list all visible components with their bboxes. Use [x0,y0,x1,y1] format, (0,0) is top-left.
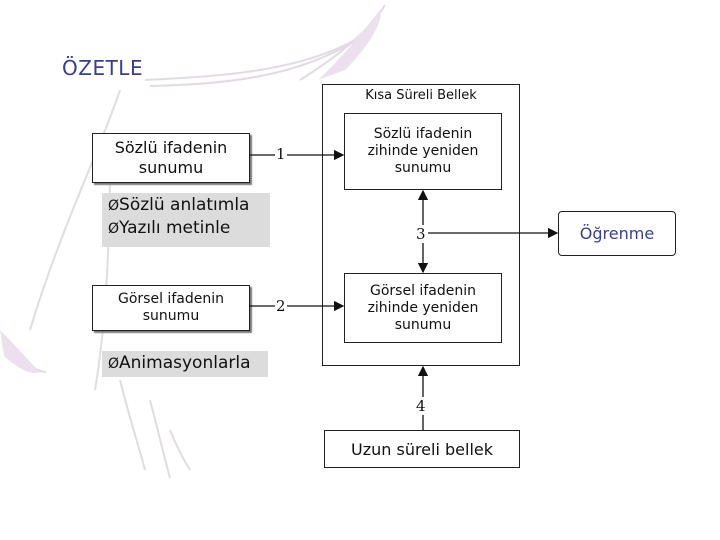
learning-label: Öğrenme [579,224,655,243]
verbal-presentation-label: Sözlü ifadenin sunumu [114,138,228,177]
page-title: ÖZETLE [62,56,144,80]
verbal-presentation-box: Sözlü ifadenin sunumu [92,133,250,183]
visual-mental-representation-box: Görsel ifadenin zihinde yeniden sunumu [344,273,502,343]
step-number-1: 1 [275,145,287,163]
visual-mental-representation-label: Görsel ifadenin zihinde yeniden sunumu [367,282,479,333]
bullet-arrow-icon: Ø [108,198,120,214]
bullet-arrow-icon: Ø [108,356,120,372]
verbal-method-text: Yazılı metinle [119,218,231,238]
verbal-mental-representation-label: Sözlü ifadenin zihinde yeniden sunumu [367,126,479,176]
step-number-4: 4 [414,397,428,415]
long-term-memory-box: Uzun süreli bellek [324,430,520,468]
visual-methods-box: ØAnimasyonlarla [102,351,268,377]
visual-presentation-box: Görsel ifadenin sunumu [92,285,250,331]
list-item: ØAnimasyonlarla [108,352,262,375]
verbal-methods-box: ØSözlü anlatımla ØYazılı metinle [102,193,270,247]
bullet-arrow-icon: Ø [108,221,120,237]
list-item: ØSözlü anlatımla [108,194,264,217]
verbal-mental-representation-box: Sözlü ifadenin zihinde yeniden sunumu [344,113,502,190]
verbal-method-speech: Sözlü anlatımla [119,195,250,215]
step-number-3: 3 [414,225,428,243]
step-number-2: 2 [275,297,287,315]
visual-method-animation: Animasyonlarla [119,353,251,373]
visual-presentation-label: Görsel ifadenin sunumu [118,291,224,324]
learning-box: Öğrenme [558,211,676,256]
list-item: ØYazılı metinle [108,217,264,240]
long-term-memory-label: Uzun süreli bellek [351,439,493,459]
short-term-memory-label: Kısa Süreli Bellek [365,88,477,103]
